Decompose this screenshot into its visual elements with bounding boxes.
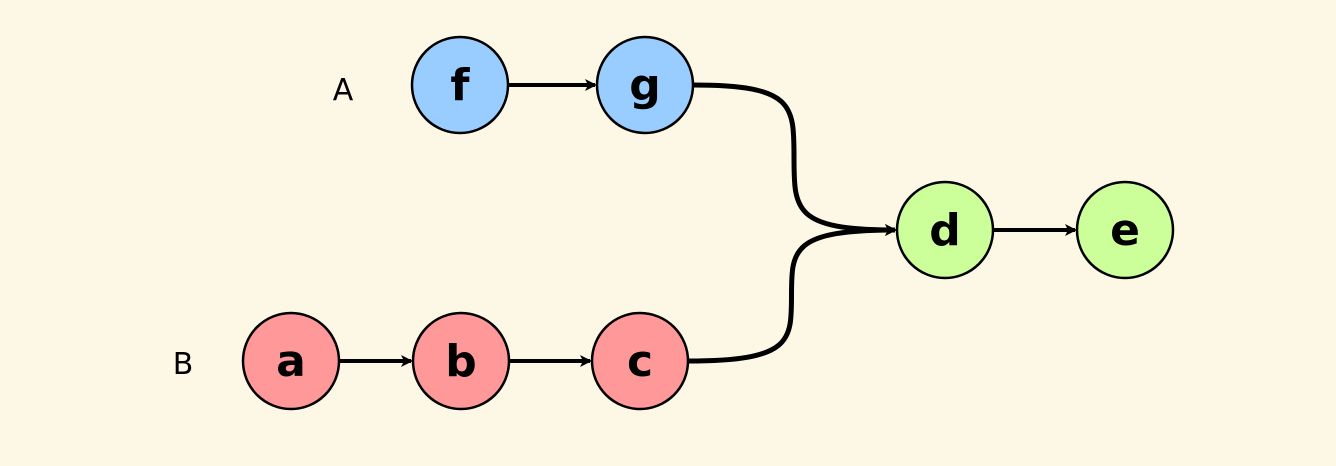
node-circle-a	[241, 311, 341, 411]
nodes: f g a b c d e	[241, 35, 1175, 411]
node-label-a: a	[276, 336, 306, 387]
edge-g-d	[692, 82, 897, 236]
node-circle-e	[1075, 180, 1175, 280]
node-circle-c	[590, 311, 690, 411]
node-label-b: b	[445, 336, 477, 387]
edge-c-d	[687, 224, 897, 364]
node-label-g: g	[629, 60, 661, 111]
node-circle-f	[410, 35, 510, 135]
node-g[interactable]: g	[595, 35, 695, 135]
branch-label-a: A	[333, 73, 354, 108]
node-label-d: d	[929, 205, 961, 256]
branch-label-b: B	[173, 347, 194, 382]
node-d[interactable]: d	[895, 180, 995, 280]
node-label-e: e	[1110, 205, 1140, 256]
node-e[interactable]: e	[1075, 180, 1175, 280]
node-b[interactable]: b	[411, 311, 511, 411]
node-label-f: f	[450, 60, 470, 111]
node-f[interactable]: f	[410, 35, 510, 135]
node-c[interactable]: c	[590, 311, 690, 411]
node-circle-d	[895, 180, 995, 280]
node-a[interactable]: a	[241, 311, 341, 411]
node-circle-b	[411, 311, 511, 411]
node-circle-g	[595, 35, 695, 135]
node-label-c: c	[627, 336, 653, 387]
edges	[339, 79, 1077, 367]
